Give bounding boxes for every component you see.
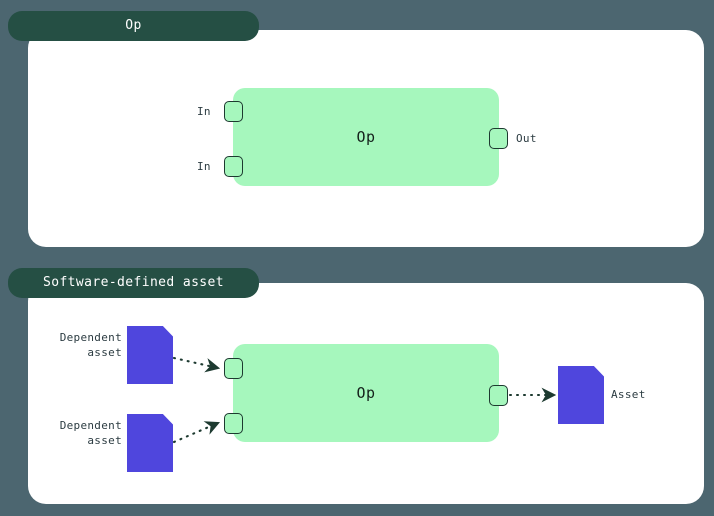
asset-icon[interactable] — [558, 366, 604, 424]
dependent-asset-icon-2[interactable] — [127, 414, 173, 472]
op-node-top[interactable]: Op — [233, 88, 499, 186]
op-input-port-1-label: In — [197, 105, 211, 118]
dependent-asset-label-1: Dependent asset — [59, 331, 122, 359]
asset-op-input-port-1[interactable] — [224, 358, 243, 379]
asset-label: Asset — [611, 388, 646, 401]
op-input-port-1[interactable] — [224, 101, 243, 122]
op-output-port-label: Out — [516, 132, 537, 145]
panel-tab-op[interactable]: Op — [8, 11, 259, 41]
op-output-port[interactable] — [489, 128, 508, 149]
op-node-bottom[interactable]: Op — [233, 344, 499, 442]
op-input-port-2[interactable] — [224, 156, 243, 177]
dependent-asset-icon-1[interactable] — [127, 326, 173, 384]
op-node-top-label: Op — [356, 128, 376, 146]
panel-tab-software-defined-asset[interactable]: Software-defined asset — [8, 268, 259, 298]
op-input-port-2-label: In — [197, 160, 211, 173]
op-node-bottom-label: Op — [356, 384, 376, 402]
dependent-asset-label-2: Dependent asset — [59, 419, 122, 447]
asset-op-input-port-2[interactable] — [224, 413, 243, 434]
asset-op-output-port[interactable] — [489, 385, 508, 406]
